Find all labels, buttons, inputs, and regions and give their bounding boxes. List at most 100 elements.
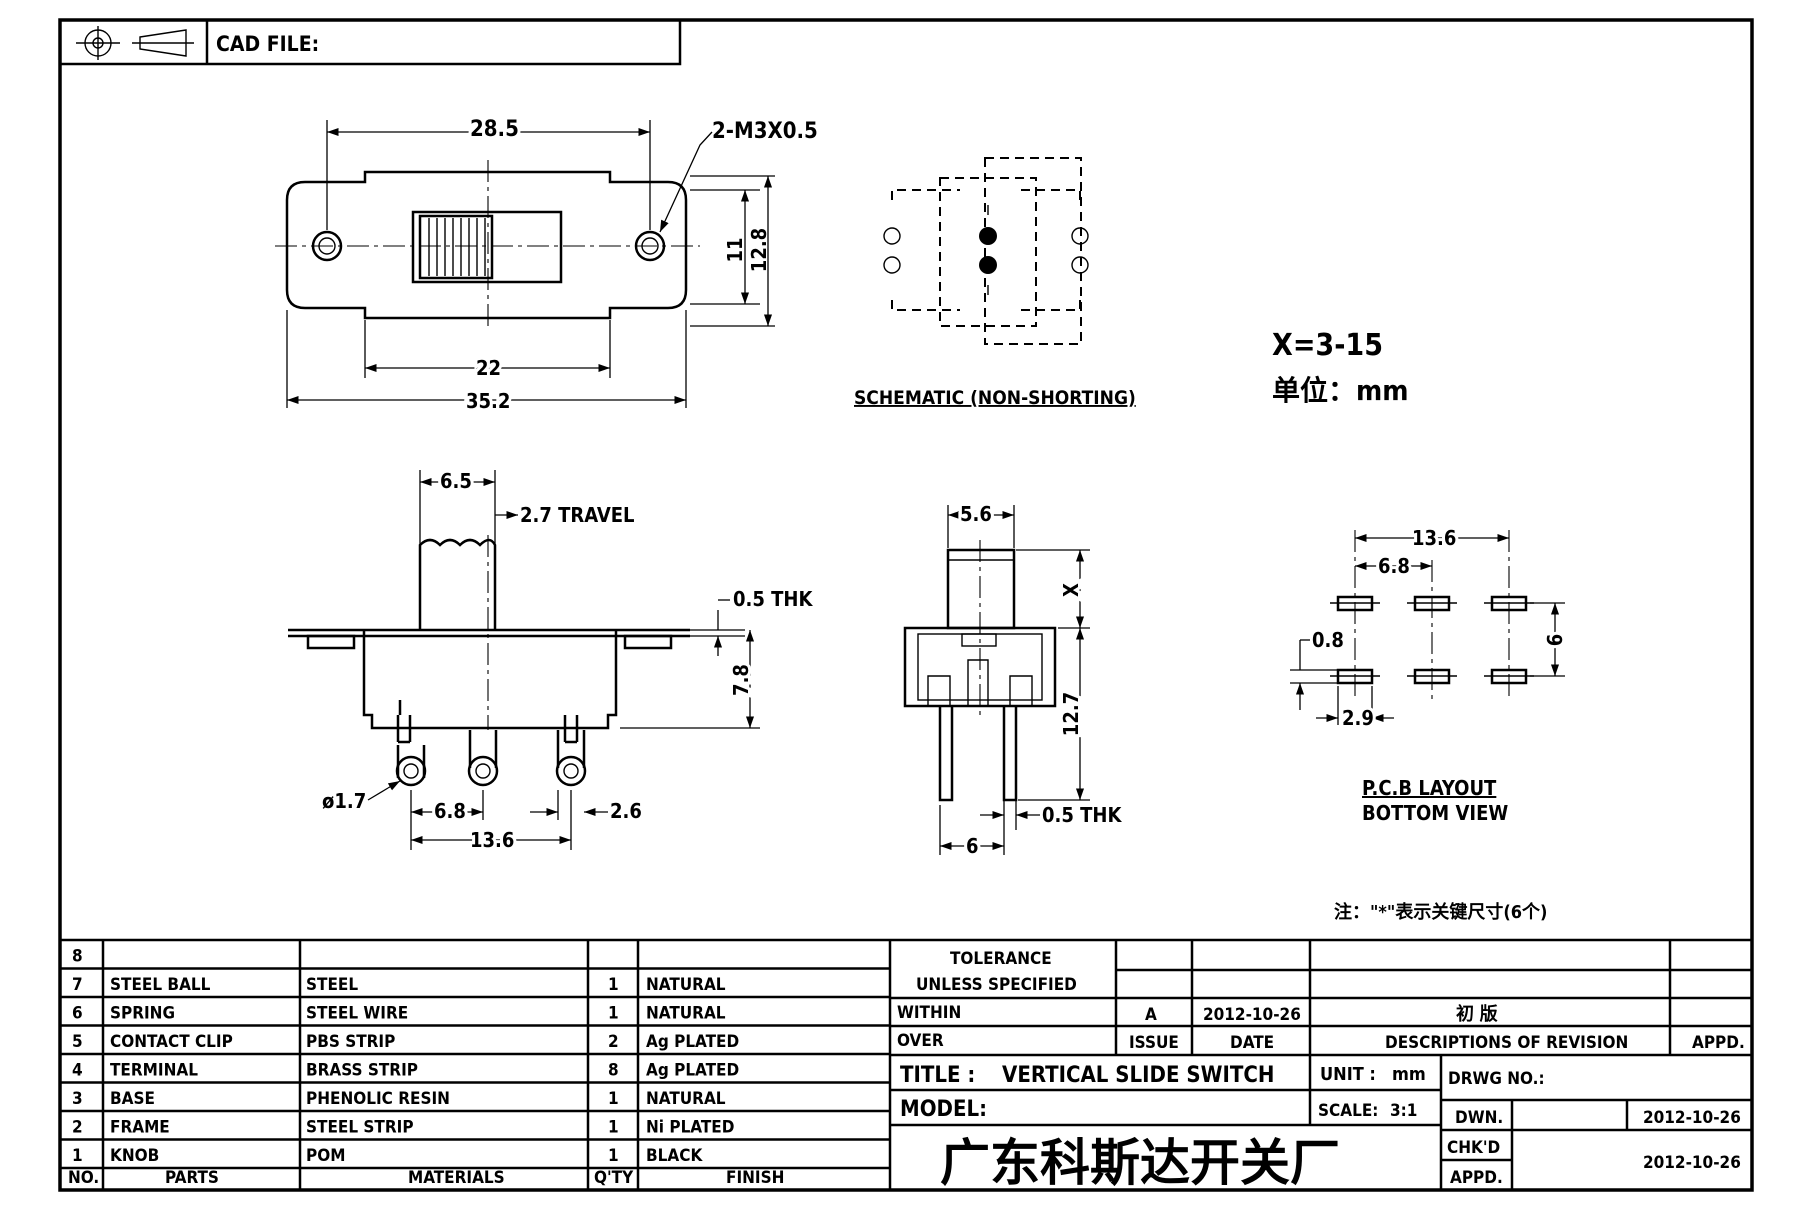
title-label: TITLE :	[900, 1063, 975, 1088]
title-value: VERTICAL SLIDE SWITCH	[1002, 1063, 1274, 1088]
tolerance-label: TOLERANCE	[950, 949, 1052, 969]
unless-specified-label: UNLESS SPECIFIED	[916, 975, 1077, 995]
bom-cell-qty: 1	[608, 975, 619, 995]
bom-cell-material: STEEL STRIP	[306, 1118, 414, 1138]
bom-cell-material: PHENOLIC RESIN	[306, 1089, 450, 1109]
bom-cell-no: 1	[72, 1146, 83, 1166]
bom-cell-qty: 1	[608, 1004, 619, 1024]
chkd-date: 2012-10-26	[1643, 1153, 1741, 1173]
bom-cell-no: 8	[72, 947, 83, 967]
bom-cell-part: KNOB	[110, 1146, 159, 1166]
bom-header-qty: Q'TY	[594, 1168, 634, 1188]
bom-header-parts: PARTS	[165, 1168, 219, 1188]
bom-header-finish: FINISH	[726, 1168, 784, 1188]
col-appd: APPD.	[1692, 1033, 1745, 1053]
top-view: 28.5 2-M3X0.5 11 12.8 22 35.2	[275, 114, 818, 416]
bom-cell-part: FRAME	[110, 1118, 170, 1138]
company-name: 广东科斯达开关厂	[940, 1134, 1340, 1192]
pcb-caption-1: P.C.B LAYOUT	[1362, 776, 1497, 800]
dim-base-width: 22	[476, 356, 501, 380]
bom-header-no: NO.	[68, 1168, 99, 1188]
dwn-date: 2012-10-26	[1643, 1108, 1741, 1128]
pcb-layout: 13.6 6.8 6 0.8 2.9 P.C.B LAYOUT BOTTOM V…	[1290, 523, 1570, 825]
dim-pad-length: 2.9	[1342, 706, 1374, 730]
side-view: 6.5 2.7 TRAVEL 0.5 THK 7.8 ø1.7 6.8 13.6…	[288, 466, 813, 855]
dim-knob-height: X	[1059, 583, 1083, 597]
revision-date: 2012-10-26	[1203, 1005, 1301, 1025]
scale-label: SCALE:	[1318, 1101, 1378, 1121]
bom-cell-qty: 1	[608, 1089, 619, 1109]
bom-cell-finish: NATURAL	[646, 1004, 726, 1024]
title-block: TOLERANCE UNLESS SPECIFIED WITHIN OVER A…	[890, 938, 1752, 1192]
key-dimension-footnote: 注："*"表示关键尺寸(6个)	[1334, 901, 1547, 923]
col-issue: ISSUE	[1129, 1033, 1179, 1053]
dim-height-outer: 12.8	[747, 228, 771, 272]
revision-description: 初 版	[1456, 1003, 1498, 1025]
dim-pin-span: 13.6	[470, 828, 514, 852]
unit-value: mm	[1392, 1064, 1426, 1085]
pcb-caption-2: BOTTOM VIEW	[1362, 801, 1508, 825]
bom-cell-qty: 8	[608, 1061, 619, 1081]
bom-cell-no: 2	[72, 1118, 83, 1138]
dim-pcb-span: 13.6	[1412, 526, 1456, 550]
revision-mark: A	[1145, 1005, 1157, 1025]
unit-note: 单位：mm	[1272, 374, 1409, 407]
appd-label: APPD.	[1450, 1168, 1503, 1188]
sheet-border	[58, 18, 1754, 1192]
drwg-no-label: DRWG NO.:	[1448, 1069, 1545, 1089]
bom-cell-no: 5	[72, 1032, 83, 1052]
bom-cell-qty: 1	[608, 1146, 619, 1166]
unit-label: UNIT :	[1320, 1064, 1376, 1085]
dwn-label: DWN.	[1455, 1108, 1503, 1128]
bom-cell-material: POM	[306, 1146, 345, 1166]
schematic-caption: SCHEMATIC (NON-SHORTING)	[854, 387, 1136, 409]
projection-symbol-icon	[76, 26, 194, 60]
dim-pcb-pitch: 6.8	[1378, 554, 1410, 578]
dim-pin-width: 2.6	[610, 799, 642, 823]
scale-value: 3:1	[1390, 1101, 1417, 1121]
bom-cell-qty: 2	[608, 1032, 619, 1052]
dim-height-inner: 11	[723, 237, 747, 262]
dim-pad-width: 0.8	[1312, 628, 1344, 652]
cad-file-label: CAD FILE:	[216, 32, 319, 56]
bom-cell-qty: 1	[608, 1118, 619, 1138]
bom-header-materials: MATERIALS	[408, 1168, 505, 1188]
bom-cell-no: 6	[72, 1004, 83, 1024]
dim-flange-thk: 0.5 THK	[733, 587, 813, 611]
bom-cell-finish: Ni PLATED	[646, 1118, 734, 1138]
dim-travel: 2.7 TRAVEL	[520, 503, 635, 527]
col-date: DATE	[1230, 1033, 1274, 1053]
bom-cell-finish: Ag PLATED	[646, 1061, 739, 1081]
bom-cell-part: STEEL BALL	[110, 975, 211, 995]
bom-cell-finish: Ag PLATED	[646, 1032, 739, 1052]
bom-cell-material: PBS STRIP	[306, 1032, 395, 1052]
bom-cell-finish: BLACK	[646, 1146, 703, 1166]
bom-cell-no: 7	[72, 975, 83, 995]
dim-end-pin-thk: 0.5 THK	[1042, 803, 1122, 827]
dim-pcb-row-spacing: 6	[1543, 634, 1567, 647]
bom-cell-finish: NATURAL	[646, 975, 726, 995]
bom-cell-part: SPRING	[110, 1004, 175, 1024]
bom-cell-part: BASE	[110, 1089, 155, 1109]
bom-cell-no: 4	[72, 1061, 83, 1081]
over-label: OVER	[897, 1031, 944, 1051]
bom-cell-material: BRASS STRIP	[306, 1061, 418, 1081]
bom-cell-part: CONTACT CLIP	[110, 1032, 233, 1052]
x-range-note: X=3-15	[1272, 328, 1383, 363]
chkd-label: CHK'D	[1447, 1138, 1500, 1158]
dim-pin-pitch: 6.8	[434, 799, 466, 823]
dim-hole-callout: 2-M3X0.5	[712, 119, 818, 144]
dim-hole-pitch: 28.5	[470, 117, 519, 142]
dim-hole-dia: ø1.7	[322, 789, 366, 813]
cad-header: CAD FILE:	[58, 18, 682, 66]
bom-cell-part: TERMINAL	[110, 1061, 198, 1081]
bom-cell-material: STEEL	[306, 975, 358, 995]
end-view: 5.6 X 12.7 0.5 THK 6	[903, 499, 1122, 861]
dim-knob-width: 6.5	[440, 469, 472, 493]
dim-body-height: 7.8	[729, 664, 753, 696]
schematic-diagram: SCHEMATIC (NON-SHORTING)	[854, 157, 1136, 409]
within-label: WITHIN	[897, 1003, 961, 1023]
bom-cell-finish: NATURAL	[646, 1089, 726, 1109]
